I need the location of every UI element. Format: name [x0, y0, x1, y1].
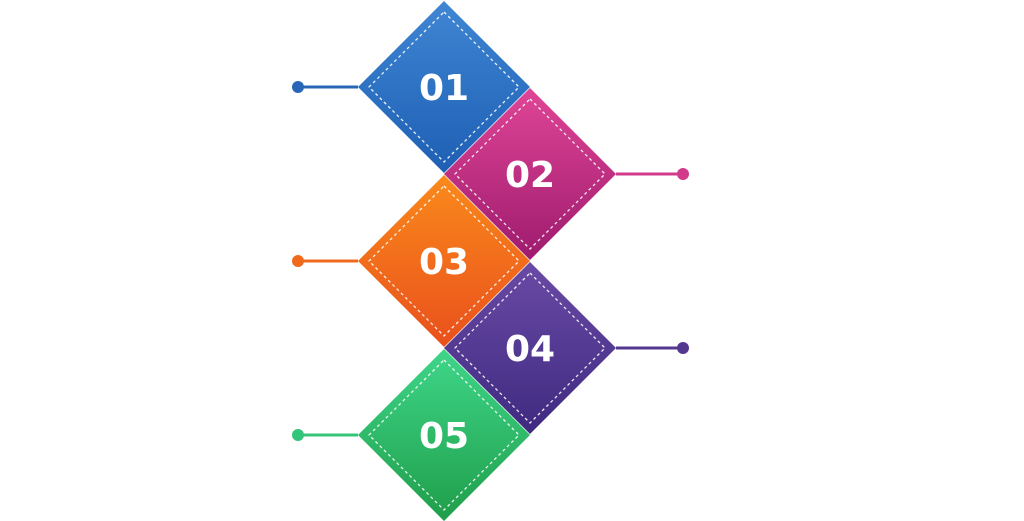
step-01-diamond: 01	[358, 1, 530, 173]
step-05-dashed-border	[368, 359, 520, 511]
step-03-number: 03	[419, 242, 469, 283]
step-02-connector-dot	[677, 168, 689, 180]
step-01-diamond-shape	[358, 1, 530, 173]
step-02-dashed-border	[454, 98, 606, 250]
step-03-dashed-border	[368, 185, 520, 337]
step-01-number: 01	[419, 68, 469, 109]
step-03-connector-dot	[292, 255, 304, 267]
step-02-diamond: 02	[444, 88, 616, 260]
step-04-number: 04	[505, 329, 555, 370]
step-04-diamond: 04	[444, 262, 616, 434]
step-05-diamond: 05	[358, 349, 530, 521]
step-04-connector-dot	[677, 342, 689, 354]
step-01-connector-dot	[292, 81, 304, 93]
step-05-number: 05	[419, 416, 469, 457]
step-01-dashed-border	[368, 11, 520, 163]
step-04-dashed-border	[454, 272, 606, 424]
step-03-diamond-shape	[358, 175, 530, 347]
step-03-diamond: 03	[358, 175, 530, 347]
step-02-number: 02	[505, 155, 555, 196]
step-05-diamond-shape	[358, 349, 530, 521]
step-05-connector-dot	[292, 429, 304, 441]
step-04-diamond-shape	[444, 262, 616, 434]
step-02-diamond-shape	[444, 88, 616, 260]
